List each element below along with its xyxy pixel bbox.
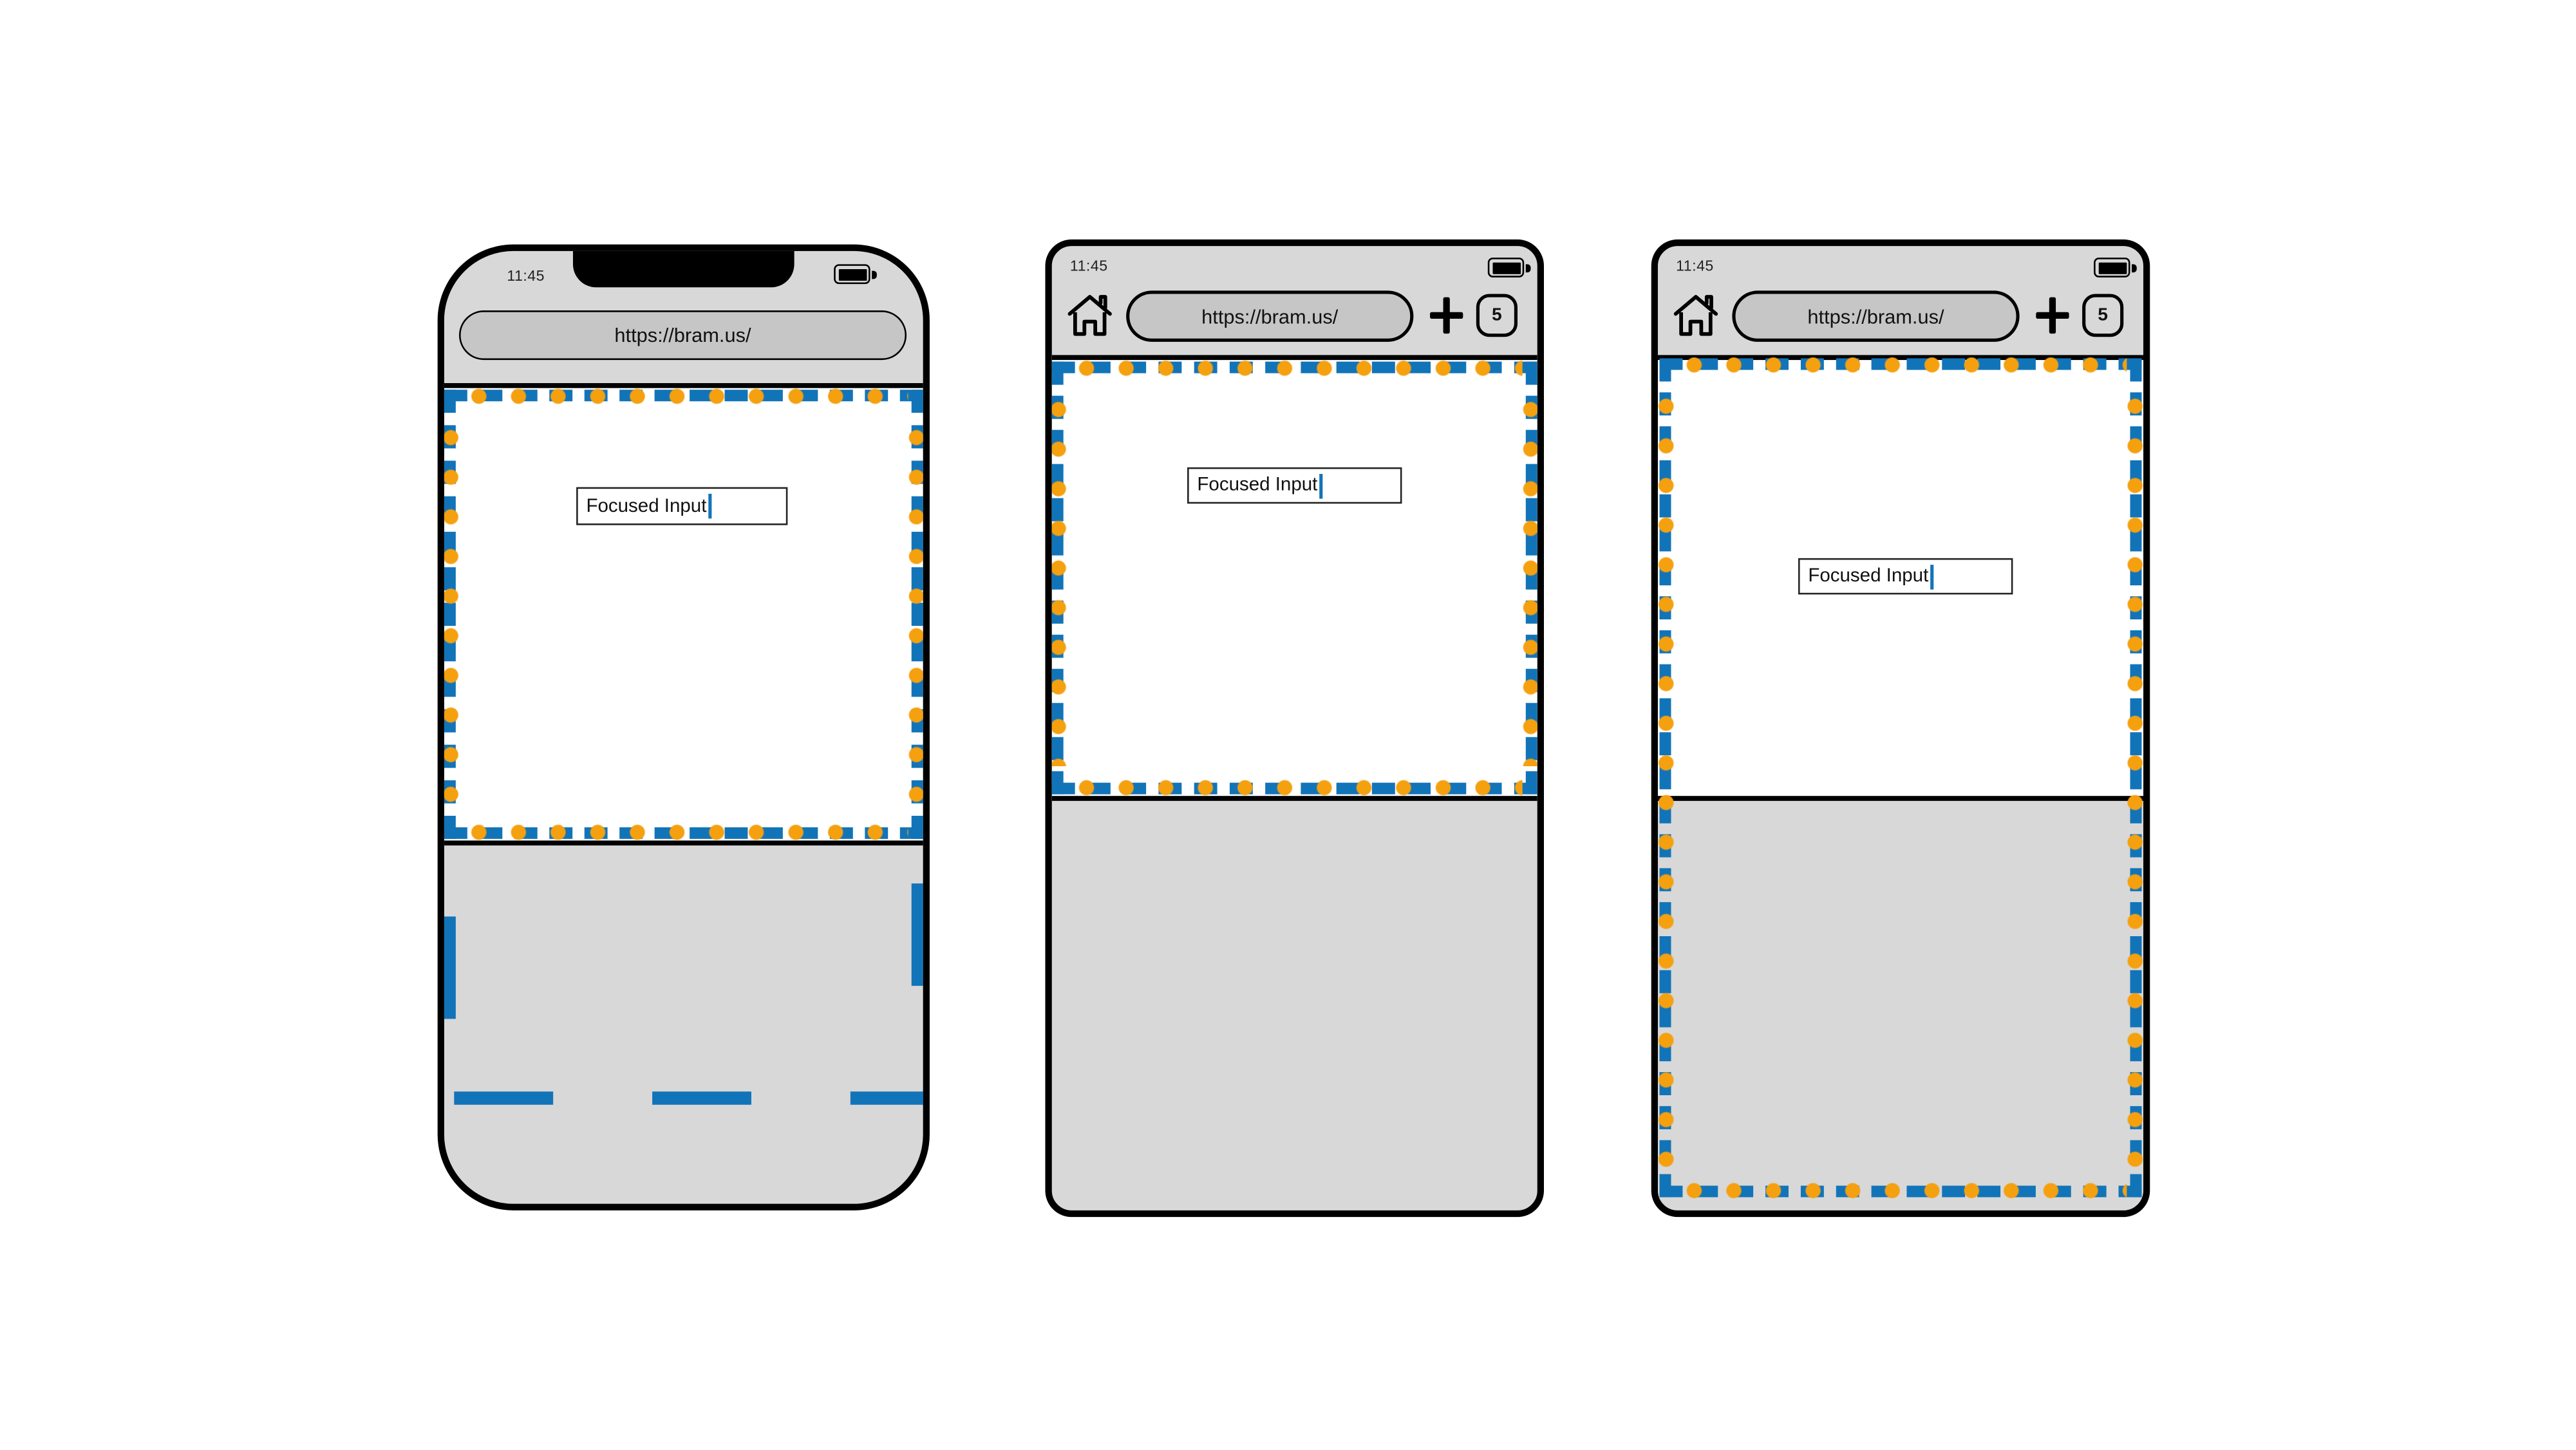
new-tab-button[interactable] [1425, 289, 1468, 342]
visual-viewport-dots-top [1066, 360, 1523, 377]
tab-count-button[interactable]: 5 [1476, 294, 1518, 337]
layout-viewport-remnant-dash-3 [850, 1091, 923, 1105]
android-device-2: 11:45 https://bram.us/ 5 Focused Input [1651, 239, 2150, 1218]
battery-icon [834, 264, 877, 285]
browser-viewport [1051, 355, 1537, 801]
input-text: Focused Input [1808, 566, 1929, 587]
status-bar-time: 11:45 [1676, 258, 1714, 274]
home-icon [1067, 295, 1112, 336]
url-bar[interactable]: https://bram.us/ [458, 310, 907, 361]
layout-viewport-outline [1051, 360, 1537, 796]
visual-viewport-dots-bottom [1674, 1182, 2127, 1199]
visual-viewport-dots-top [1674, 356, 2127, 373]
focused-text-input[interactable]: Focused Input [1798, 558, 2013, 595]
visual-viewport-dots-bottom [458, 824, 908, 841]
text-cursor [708, 493, 712, 519]
visual-viewport-dots-left [444, 417, 459, 811]
plus-icon [1425, 289, 1468, 342]
iphone-notch [572, 250, 794, 288]
focused-text-input[interactable]: Focused Input [576, 487, 788, 525]
battery-fill [834, 264, 870, 285]
battery-nub [2132, 263, 2136, 272]
visual-viewport-dots-right [2127, 386, 2143, 1169]
focused-text-input[interactable]: Focused Input [1187, 467, 1402, 504]
home-icon [1673, 295, 1718, 336]
layout-viewport-remnant-dash-2 [652, 1091, 751, 1105]
url-bar[interactable]: https://bram.us/ [1732, 290, 2020, 342]
text-cursor [1930, 563, 1933, 589]
layout-viewport-outline [1657, 356, 2143, 1199]
url-bar[interactable]: https://bram.us/ [1126, 290, 1414, 342]
layout-viewport-remnant-dash-1 [454, 1091, 554, 1105]
text-cursor [1319, 473, 1323, 498]
android-device-1: 11:45 https://bram.us/ 5 Focused [1045, 239, 1544, 1218]
plus-icon [2031, 289, 2074, 342]
visual-viewport-dots-right [908, 417, 923, 811]
battery-fill [2094, 258, 2130, 278]
visual-viewport-dots-right [1522, 390, 1537, 767]
input-text: Focused Input [1197, 475, 1318, 496]
visual-viewport-dots-left [1657, 386, 1675, 1169]
visual-viewport-dots-bottom [1066, 779, 1523, 796]
battery-fill [1487, 258, 1525, 278]
layout-viewport-remnant-left [444, 916, 456, 1019]
battery-nub [1525, 263, 1530, 272]
browser-viewport [444, 383, 923, 846]
status-bar-time: 11:45 [1069, 258, 1108, 274]
home-button[interactable] [1671, 289, 1720, 342]
input-text: Focused Input [586, 496, 707, 516]
battery-icon [2094, 258, 2137, 278]
home-button[interactable] [1065, 289, 1114, 342]
battery-nub [872, 270, 876, 279]
status-bar-time: 11:45 [507, 267, 545, 285]
visual-viewport-dots-top [458, 388, 908, 405]
iphone-device: 11:45 https://bram.us/ Focused Input [437, 244, 930, 1210]
layout-viewport-outline [444, 388, 923, 841]
layout-viewport-remnant-right [911, 883, 923, 986]
new-tab-button[interactable] [2031, 289, 2074, 342]
tab-count-button[interactable]: 5 [2082, 294, 2124, 337]
battery-icon [1487, 258, 1531, 278]
visual-viewport-dots-left [1051, 390, 1067, 767]
